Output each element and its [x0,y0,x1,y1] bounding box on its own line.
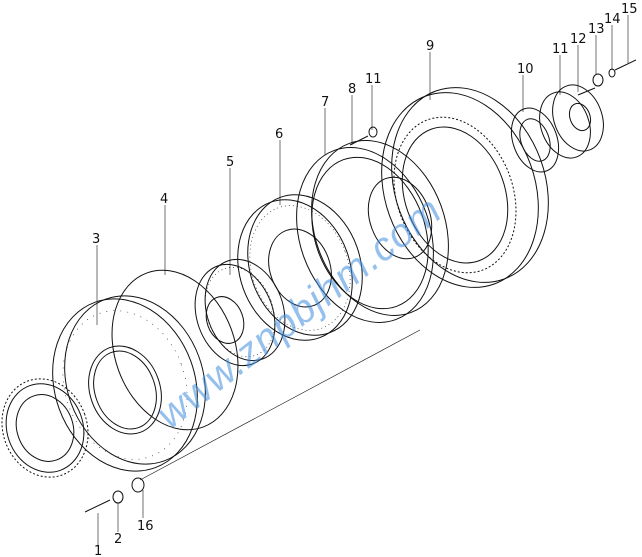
callout-2: 2 [114,532,122,547]
part-3-cover-housing [52,295,206,472]
callout-10: 10 [517,62,534,77]
callout-7: 7 [321,95,329,110]
part-10-gasket [510,107,560,173]
part-1-ring-gear [1,378,89,478]
callout-16: 16 [137,519,154,534]
watermark-text: www.znpbjhm.com [148,188,450,437]
leader-lines [96,15,629,545]
callout-11-left: 11 [365,72,382,87]
callout-14: 14 [604,12,621,27]
callout-12: 12 [570,32,587,47]
callout-4: 4 [160,192,168,207]
callout-8: 8 [348,82,356,97]
part-9-gear-housing [381,87,549,288]
part-6-impeller [237,194,363,341]
bolts-and-washers [84,59,637,513]
callout-15: 15 [621,2,638,17]
callout-1: 1 [94,544,102,557]
callout-11-right: 11 [552,42,569,57]
callout-13: 13 [588,22,605,37]
part-7-housing-ring [296,140,449,323]
callout-9: 9 [426,39,434,54]
part-4-seal-ring [111,269,239,431]
callout-6: 6 [275,127,283,142]
part-11-flange-cover [539,84,604,159]
axis-line [139,329,421,481]
callout-3: 3 [92,232,100,247]
part-5-turbine-wheel [194,258,286,367]
callout-5: 5 [226,155,234,170]
